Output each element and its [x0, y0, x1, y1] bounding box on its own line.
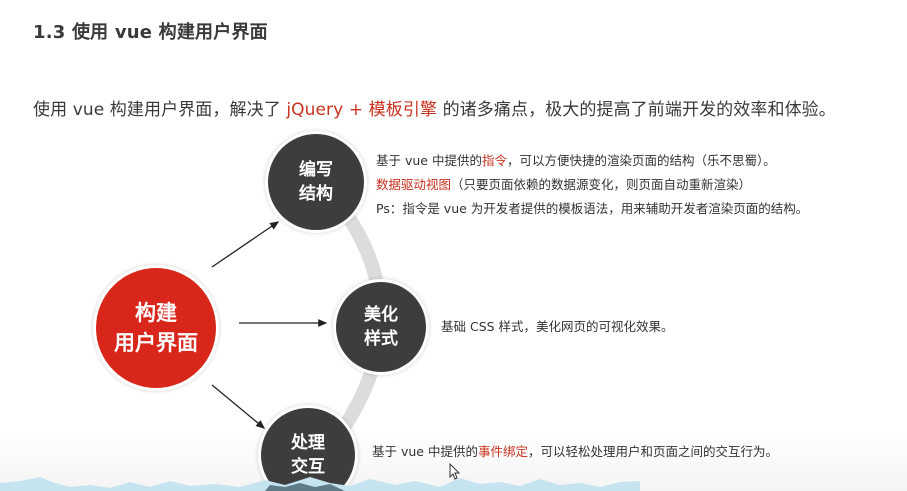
- interaction-description: 基于 vue 中提供的事件绑定，可以轻松处理用户和页面之间的交互行为。: [372, 440, 778, 464]
- node-write-structure: 编写 结构: [268, 134, 364, 230]
- intro-prefix: 使用 vue 构建用户界面，解决了: [33, 100, 287, 120]
- node-write-structure-line2: 结构: [299, 184, 333, 204]
- desc-highlight: 指令: [481, 153, 507, 168]
- mouse-cursor-icon: [449, 463, 461, 480]
- style-description: 基础 CSS 样式，美化网页的可视化效果。: [441, 315, 674, 339]
- structure-description: 基于 vue 中提供的指令，可以方便快捷的渲染页面的结构（乐不思蜀）。 数据驱动…: [376, 149, 808, 221]
- intro-highlight: jQuery + 模板引擎: [286, 100, 438, 120]
- desc-text: （只要页面依赖的数据源变化，则页面自动重新渲染）: [451, 177, 752, 192]
- structure-desc-line-2: 数据驱动视图（只要页面依赖的数据源变化，则页面自动重新渲染）: [376, 173, 808, 197]
- intro-suffix: 的诸多痛点，极大的提高了前端开发的效率和体验。: [437, 100, 836, 120]
- desc-highlight: 数据驱动视图: [376, 177, 452, 192]
- structure-desc-line-1: 基于 vue 中提供的指令，可以方便快捷的渲染页面的结构（乐不思蜀）。: [376, 149, 808, 173]
- node-interaction: 处理 交互: [261, 408, 355, 491]
- intro-text: 使用 vue 构建用户界面，解决了 jQuery + 模板引擎 的诸多痛点，极大…: [33, 95, 836, 120]
- desc-text: ，可以轻松处理用户和页面之间的交互行为。: [527, 444, 778, 459]
- desc-text: 基础 CSS 样式，美化网页的可视化效果。: [441, 319, 674, 334]
- arrow-to-interaction: [211, 384, 266, 429]
- node-write-structure-line1: 编写: [299, 160, 333, 180]
- node-build-ui: 构建 用户界面: [96, 268, 216, 388]
- node-build-ui-line1: 构建: [135, 301, 177, 325]
- desc-text: Ps：指令是 vue 为开发者提供的模板语法，用来辅助开发者渲染页面的结构。: [376, 201, 809, 216]
- node-style: 美化 样式: [336, 282, 426, 372]
- desc-text: 基于 vue 中提供的: [376, 153, 482, 168]
- node-style-line2: 样式: [364, 329, 398, 349]
- node-style-line1: 美化: [364, 305, 398, 325]
- desc-text: 基于 vue 中提供的: [372, 444, 478, 459]
- node-build-ui-line2: 用户界面: [114, 331, 198, 355]
- node-interaction-line1: 处理: [291, 433, 325, 453]
- bottom-wave-decoration: [0, 477, 640, 491]
- desc-text: ，可以方便快捷的渲染页面的结构（乐不思蜀）。: [506, 153, 776, 168]
- node-interaction-line2: 交互: [291, 457, 325, 477]
- arrow-to-structure: [211, 221, 280, 268]
- desc-highlight: 事件绑定: [477, 444, 528, 459]
- structure-desc-line-3: Ps：指令是 vue 为开发者提供的模板语法，用来辅助开发者渲染页面的结构。: [376, 197, 808, 221]
- page-title: 1.3 使用 vue 构建用户界面: [33, 22, 268, 43]
